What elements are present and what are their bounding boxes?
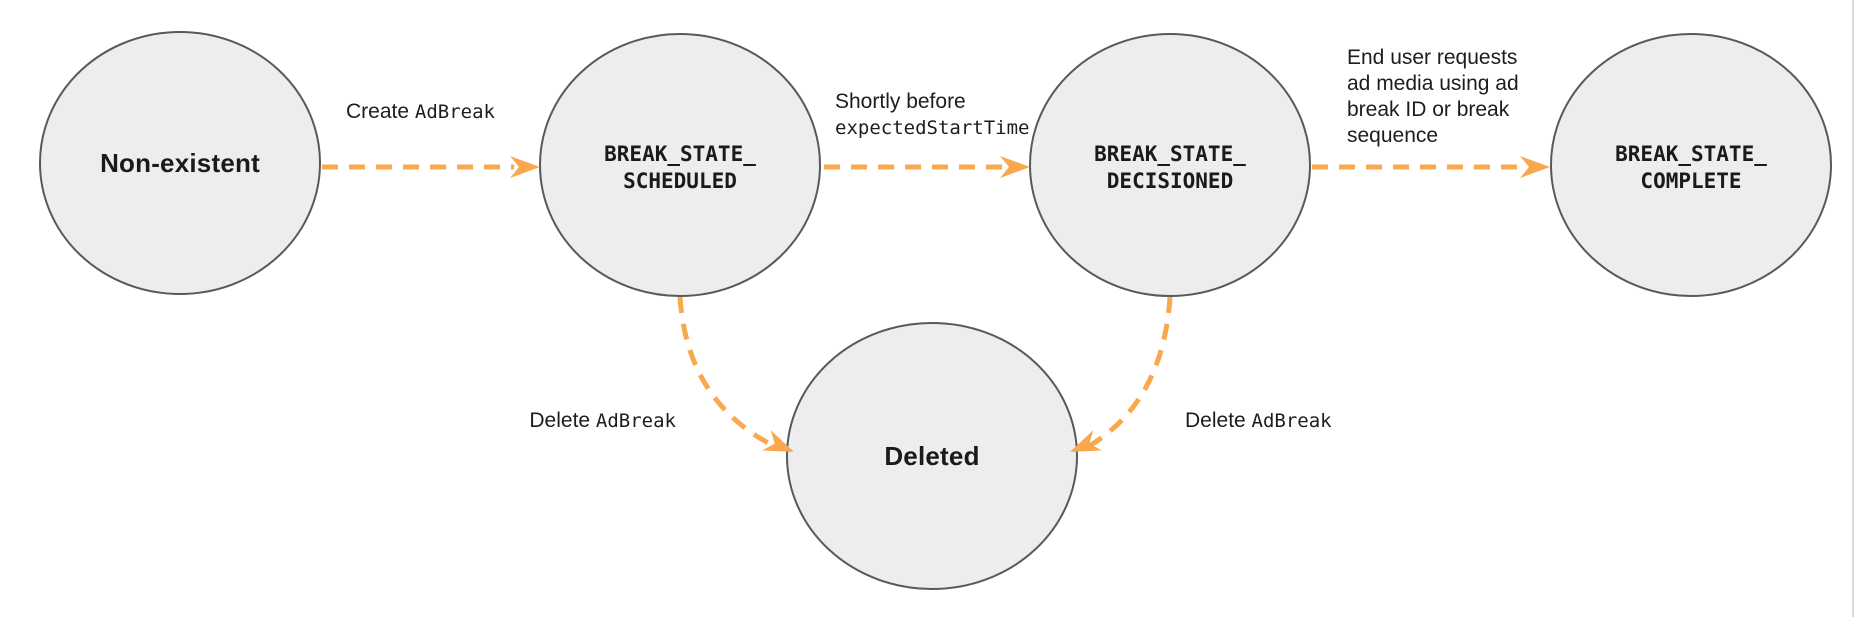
arrowhead-icon	[1000, 156, 1030, 178]
edge-label-line: ad media using ad	[1347, 72, 1519, 95]
edge-label-text: Shortly before	[835, 90, 966, 113]
edge-label-create-adbreak: Create AdBreak	[346, 99, 495, 125]
state-ellipse-scheduled	[539, 33, 821, 297]
state-ellipse-decisioned	[1029, 33, 1311, 297]
arrowhead-icon	[762, 430, 794, 452]
edge-label-line: sequence	[1347, 124, 1439, 147]
arrowhead-icon	[510, 156, 540, 178]
state-ellipse-complete	[1550, 33, 1832, 297]
edge-label-line: End user requests	[1347, 46, 1518, 69]
edge-label-delete-adbreak-right: Delete AdBreak	[1185, 408, 1332, 434]
edge-label-line: break ID or break	[1347, 98, 1510, 121]
edge-label-code: AdBreak	[414, 101, 495, 123]
edge-label-text: Create	[346, 100, 415, 123]
edge-label-expected-start: Shortly before expectedStartTime	[835, 88, 1029, 142]
edge-label-code: expectedStartTime	[835, 117, 1030, 139]
arrowhead-icon	[1520, 156, 1550, 178]
state-ellipse-non-existent	[39, 31, 321, 295]
transition-arrow-delete-left	[677, 296, 782, 452]
transition-arrow-delete-right	[1082, 296, 1173, 452]
edge-label-text: Delete	[1185, 409, 1252, 432]
state-ellipse-deleted	[786, 322, 1078, 590]
edge-label-code: AdBreak	[595, 410, 676, 432]
edge-label-end-user-request: End user requests ad media using ad brea…	[1347, 45, 1519, 149]
arrowhead-icon	[1070, 430, 1102, 452]
edge-label-text: Delete	[529, 409, 596, 432]
edge-label-delete-adbreak-left: Delete AdBreak	[529, 408, 676, 434]
edge-label-code: AdBreak	[1251, 410, 1332, 432]
